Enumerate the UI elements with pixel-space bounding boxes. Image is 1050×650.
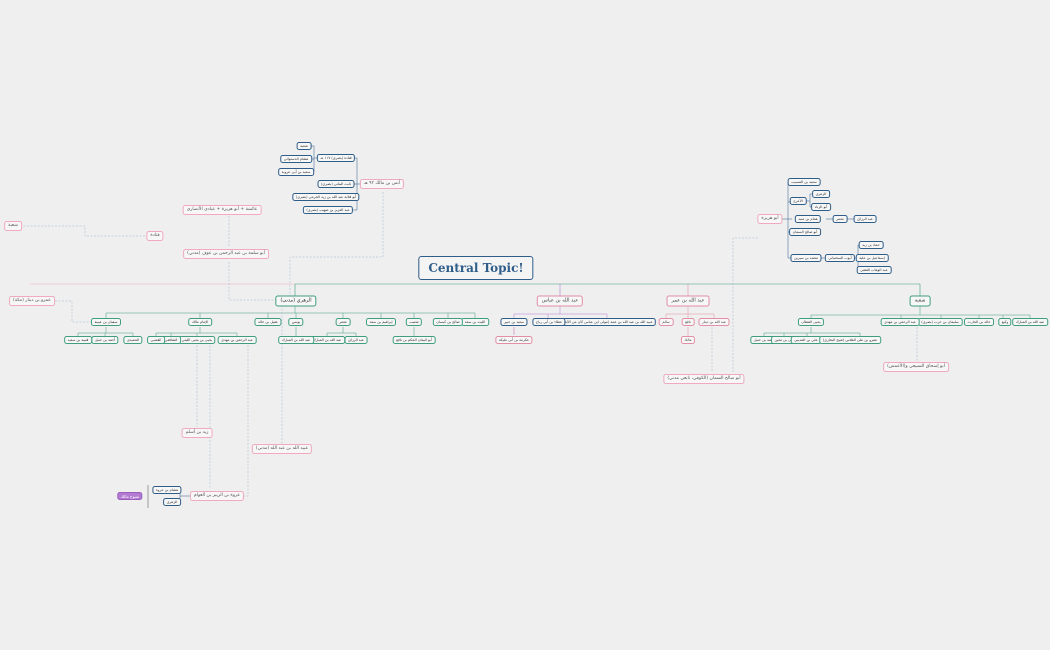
umar-child-nafi[interactable]: نافع — [681, 318, 695, 326]
urwa-child-hisham[interactable]: هشام بن عروة — [152, 486, 182, 494]
branch-amr[interactable]: عمرو بن دينار (مكة) — [9, 296, 55, 306]
qatada-child-said[interactable]: سعيد بن أبي عروبة — [278, 168, 314, 176]
shuba-child-waki[interactable]: وكيع — [998, 318, 1012, 326]
huraira-child-abu-salih[interactable]: أبو صالح السمان — [789, 228, 821, 236]
abbas-child-ubaydullah[interactable]: عبيد الله بن عبد الله بن عتبة (مولى ابن … — [557, 318, 657, 326]
araj-child-zuhri[interactable]: الزهري — [812, 190, 830, 198]
shuba-child-ibn-mubarak[interactable]: عبد الله بن المبارك — [1012, 318, 1048, 326]
sufyan-child-humaydi[interactable]: الحميدي — [123, 336, 143, 344]
ayyub-child-abd-wahhab[interactable]: عبد الوهاب الثقفي — [856, 266, 892, 274]
umar-child-salim[interactable]: سالم — [658, 318, 674, 326]
floating-zayd[interactable]: زيد بن أسلم — [181, 428, 213, 438]
nafi-child-malik[interactable]: مالك — [680, 336, 696, 344]
floating-abu-salama[interactable]: أبو سلمة بن عبد الرحمن بن عوف (مدني) — [183, 249, 269, 259]
zuhri-child-uqayl[interactable]: عقيل بن خالد — [254, 318, 282, 326]
zuhri-child-layth[interactable]: الليث بن سعد — [461, 318, 489, 326]
dash-anas — [289, 192, 384, 296]
huraira-child-ibn-sirin[interactable]: محمد بن سيرين — [790, 254, 822, 262]
link-zuhri-bus — [105, 306, 476, 318]
mamar-child-mubarak[interactable]: عبد الله بن المبارك — [309, 336, 345, 344]
floating-shuba[interactable]: شعبة — [4, 221, 22, 231]
qatada-child-shuba[interactable]: شعبة — [296, 142, 312, 150]
branch-ibn-umar[interactable]: عبد الله بن عمر — [666, 295, 710, 307]
branch-ibn-abbas[interactable]: عبد الله بن عباس — [536, 295, 584, 307]
link-araj-trunk — [806, 193, 814, 208]
link-abbas-bus — [513, 306, 608, 318]
abbas-child-ata[interactable]: عطاء بن أبي رباح — [532, 318, 566, 326]
sufyan-child-qutayba[interactable]: قتيبة بن سعيد — [64, 336, 92, 344]
shuayb-child-abu-yaman[interactable]: أبو اليمان الحكم بن نافع — [392, 336, 436, 344]
urwa-child-zuhri[interactable]: الزهري — [163, 498, 181, 506]
anas-child-qatada[interactable]: قتادة (بصري) ١١٧ هـ — [316, 154, 356, 162]
araj-child-abu-zinad[interactable]: أبو الزناد — [811, 203, 831, 211]
huraira-child-hammam[interactable]: همام بن منبه — [794, 215, 822, 223]
link-malik-bus — [155, 327, 238, 336]
tag-malik-sheikhs[interactable]: شيوخ مالك — [117, 492, 143, 500]
shuba-child-yahya[interactable]: يحيى القطان — [797, 318, 825, 326]
huraira-child-araj[interactable]: الأعرج — [789, 197, 807, 205]
zuhri-child-ibrahim[interactable]: إبراهيم بن سعد — [365, 318, 397, 326]
link-huraira-trunk — [782, 181, 792, 259]
dash-urwa-right — [243, 342, 249, 497]
anas-child-abd-aziz[interactable]: عبد العزيز بن صهيب (بصري) — [302, 206, 354, 214]
floating-ubaydullah[interactable]: عبيد الله بن عبد الله (مدني) — [251, 444, 313, 454]
dash-huraira — [732, 237, 758, 372]
dash-abusalama — [228, 262, 276, 301]
said-child-ikrima[interactable]: عكرمة بن أبي مليكة — [495, 336, 533, 344]
malik-child-yahya[interactable]: يحيى بن يحيى الليثي — [178, 336, 216, 344]
umar-child-ibn-dinar[interactable]: عبد الله بن دينار — [698, 318, 730, 326]
link-yahya-bus — [763, 327, 861, 336]
zuhri-child-malik[interactable]: الإمام مالك — [188, 318, 212, 326]
malik-child-ibn-mahdi[interactable]: عبد الرحمن بن مهدي — [217, 336, 257, 344]
floating-anas[interactable]: أنس بن مالك ٩٣ هـ — [359, 179, 405, 189]
shuba-child-khalid[interactable]: خالد بن الحارث — [964, 318, 994, 326]
ayyub-child-hammad[interactable]: حماد بن زيد — [858, 241, 884, 249]
mamar-child-abd-razzaq[interactable]: عبد الرزاق — [853, 215, 877, 223]
sirin-child-ayyub[interactable]: أيوب السختياني — [824, 254, 856, 262]
branch-shuba[interactable]: شعبة — [909, 295, 931, 307]
dash-amr-left — [55, 300, 95, 323]
huraira-child-ibn-musayyib[interactable]: سعيد بن المسيب — [787, 178, 821, 186]
link-qatada-trunk — [310, 145, 319, 173]
central-topic[interactable]: Central Topic! — [418, 256, 534, 280]
link-sufyan-bus — [77, 327, 134, 336]
zuhri-child-mamar[interactable]: معمر — [335, 318, 351, 326]
link-urwa-bus — [179, 490, 190, 502]
floating-aisha[interactable]: عائشة + أبو هريرة + عبادي الأنصاري — [182, 205, 262, 215]
floating-abu-huraira[interactable]: أبو هريرة — [757, 214, 783, 224]
zuhri-child-younus[interactable]: يونس — [288, 318, 304, 326]
floating-qatada[interactable]: قتادة — [146, 231, 164, 241]
link-shuba-bus — [810, 306, 1031, 318]
malik-child-qanabi[interactable]: القعنبي — [147, 336, 165, 344]
zuhri-child-sufyan[interactable]: سفيان بن عيينة — [91, 318, 121, 326]
yahya-child-falas[interactable]: عمرو بن علي الفلاس (شيخ البخاري) — [819, 336, 881, 344]
anas-child-thabit[interactable]: ثابت البناني (بصري) — [317, 180, 355, 188]
anas-child-abu-qilaba[interactable]: أبو قلابة عبد الله بن زيد الجرمي (بصري) — [292, 193, 360, 201]
floating-urwa[interactable]: عروة بن الزبير بن العوام — [189, 491, 245, 501]
floating-abu-ishaq[interactable]: أبو إسحاق السبيعي و(الأعمش) — [883, 362, 949, 372]
branch-zuhri[interactable]: الزهري (مدني) — [275, 295, 317, 307]
ayyub-child-ismail[interactable]: إسماعيل بن علية — [855, 254, 889, 262]
floating-abu-salih[interactable]: أبو صالح السمان (الكوفي، تابعي مدني) — [663, 374, 745, 384]
abbas-child-said[interactable]: سعيد بن جبير — [500, 318, 528, 326]
dash-qatada — [20, 225, 148, 237]
younus-child-mubarak[interactable]: عبد الله بن المبارك — [278, 336, 314, 344]
shuba-child-abd-rahman[interactable]: عبد الرحمن بن مهدي — [880, 318, 920, 326]
qatada-child-hisham[interactable]: هشام الدستوائي — [280, 155, 312, 163]
zuhri-child-shuayb[interactable]: شعيب — [405, 318, 423, 326]
yahya-child-ali[interactable]: علي بن المديني — [790, 336, 822, 344]
mamar-child-abd-razzaq[interactable]: عبد الرزاق — [344, 336, 368, 344]
link-mamar-bus — [326, 327, 357, 336]
link-umar-bus — [665, 306, 715, 318]
hammam-child-mamar[interactable]: معمر — [832, 215, 848, 223]
shuba-child-sulayman[interactable]: سليمان بن حرب (بصري) — [917, 318, 963, 326]
zuhri-child-salih[interactable]: صالح بن كيسان — [432, 318, 464, 326]
sufyan-child-ahmad[interactable]: أحمد بن حنبل — [91, 336, 119, 344]
